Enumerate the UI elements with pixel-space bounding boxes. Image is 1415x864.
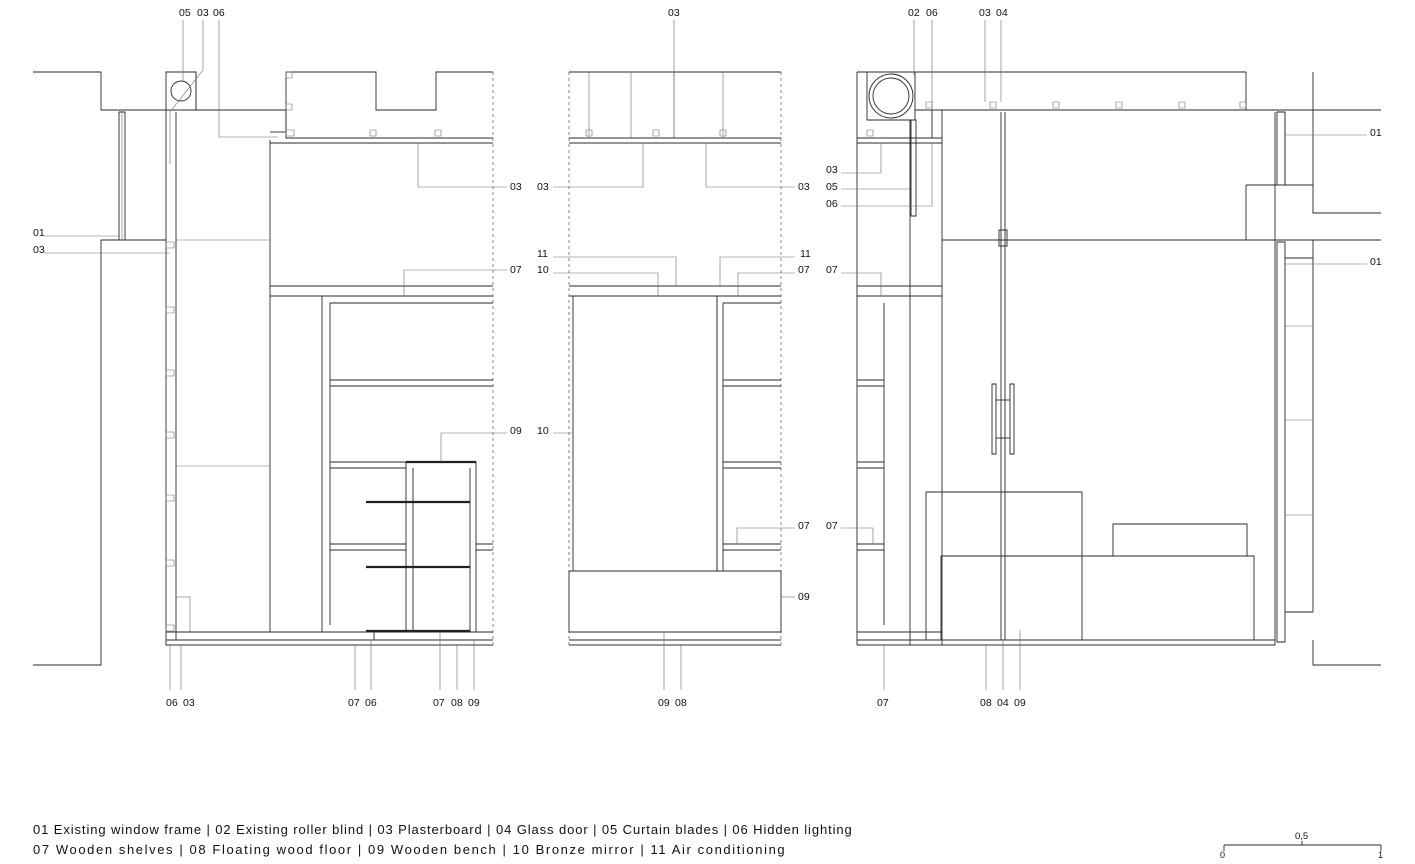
scale-max-label: 1 <box>1378 850 1383 860</box>
legend-line-1: 01 Existing window frame | 02 Existing r… <box>33 822 853 837</box>
tag-center-left-11: 11 <box>537 248 548 260</box>
tag-right-top-06: 06 <box>926 7 938 19</box>
tag-right-left-03: 03 <box>826 164 838 176</box>
tag-center-right-07: 07 <box>798 264 810 276</box>
tag-center-right-11: 11 <box>800 248 811 260</box>
legend-line-2: 07 Wooden shelves | 08 Floating wood flo… <box>33 842 787 857</box>
tag-right-top-03: 03 <box>979 7 991 19</box>
tags: 05 03 06 01 03 03 07 09 06 03 07 06 07 0… <box>33 7 1382 709</box>
tag-center-bottom-08: 08 <box>675 697 687 709</box>
tag-left-right-03: 03 <box>510 181 522 193</box>
tag-center-bottom-09: 09 <box>658 697 670 709</box>
tag-right-top-04: 04 <box>996 7 1008 19</box>
scale-min-label: 0 <box>1220 850 1225 860</box>
tag-right-right-01b: 01 <box>1370 256 1382 268</box>
tag-left-bottom-06: 06 <box>166 697 178 709</box>
tag-center-right-07b: 07 <box>798 520 810 532</box>
elevation-right <box>841 20 1381 690</box>
tag-center-left-10: 10 <box>537 264 549 276</box>
tag-center-right-03: 03 <box>798 181 810 193</box>
tag-right-left-05: 05 <box>826 181 838 193</box>
tag-center-left-03: 03 <box>537 181 549 193</box>
scale-mid-label: 0,5 <box>1295 831 1308 842</box>
tag-right-bottom-09: 09 <box>1014 697 1026 709</box>
tag-left-right-07: 07 <box>510 264 522 276</box>
tag-left-top-03: 03 <box>197 7 209 19</box>
tag-center-left-10b: 10 <box>537 425 549 437</box>
tag-right-bottom-04: 04 <box>997 697 1009 709</box>
tag-left-bottom-09: 09 <box>468 697 480 709</box>
tag-left-bottom-06b: 06 <box>365 697 377 709</box>
tag-left-top-05: 05 <box>179 7 191 19</box>
tag-left-right-09: 09 <box>510 425 522 437</box>
tag-left-top-06: 06 <box>213 7 225 19</box>
tag-left-side-01: 01 <box>33 227 45 239</box>
tag-right-left-06: 06 <box>826 198 838 210</box>
scale-bar: 0,5 0 1 <box>1220 831 1383 860</box>
tag-right-bottom-07: 07 <box>877 697 889 709</box>
tag-right-left-07b: 07 <box>826 520 838 532</box>
tag-left-bottom-03: 03 <box>183 697 195 709</box>
tag-left-bottom-08: 08 <box>451 697 463 709</box>
elevation-center <box>553 20 795 690</box>
tag-left-side-03: 03 <box>33 244 45 256</box>
tag-left-bottom-07b: 07 <box>433 697 445 709</box>
tag-right-bottom-08: 08 <box>980 697 992 709</box>
tag-center-top-03: 03 <box>668 7 680 19</box>
elevation-left <box>33 20 507 690</box>
tag-right-left-07: 07 <box>826 264 838 276</box>
tag-center-right-09: 09 <box>798 591 810 603</box>
tag-right-top-02: 02 <box>908 7 920 19</box>
tag-left-bottom-07a: 07 <box>348 697 360 709</box>
tag-right-right-01: 01 <box>1370 127 1382 139</box>
